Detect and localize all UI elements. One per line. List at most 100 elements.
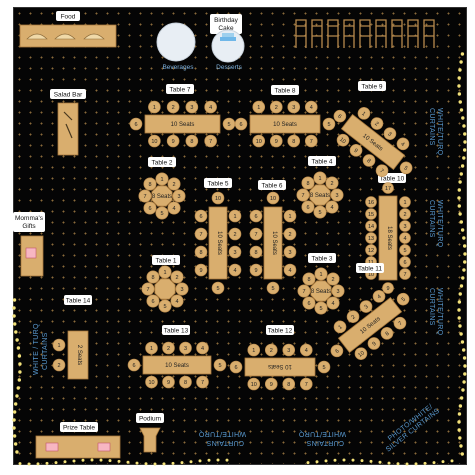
- seat[interactable]: [371, 288, 388, 305]
- seat[interactable]: [382, 182, 394, 194]
- seat[interactable]: [326, 296, 340, 310]
- seat[interactable]: [166, 100, 180, 114]
- seat[interactable]: [234, 117, 248, 131]
- seat[interactable]: [392, 315, 409, 332]
- seat[interactable]: [356, 105, 373, 122]
- seat[interactable]: [167, 177, 181, 191]
- seat[interactable]: [141, 282, 155, 296]
- seat[interactable]: [264, 377, 278, 391]
- seat[interactable]: [335, 132, 352, 149]
- seat[interactable]: [143, 201, 157, 215]
- seat[interactable]: [331, 284, 345, 298]
- seat[interactable]: [382, 125, 399, 142]
- seat[interactable]: [172, 189, 186, 203]
- seat[interactable]: [204, 100, 217, 114]
- seat[interactable]: [313, 205, 327, 219]
- seat[interactable]: [361, 152, 378, 169]
- seat[interactable]: [331, 108, 348, 125]
- seat[interactable]: [325, 176, 339, 190]
- seat[interactable]: [283, 263, 297, 277]
- seat[interactable]: [287, 100, 301, 114]
- seat[interactable]: [283, 227, 297, 241]
- seat[interactable]: [129, 117, 143, 131]
- seat[interactable]: [194, 209, 208, 223]
- seat[interactable]: [266, 191, 280, 205]
- seat[interactable]: [365, 244, 377, 256]
- seat[interactable]: [249, 245, 263, 259]
- seat[interactable]: [317, 360, 331, 374]
- seat[interactable]: [146, 294, 160, 308]
- seat[interactable]: [252, 134, 266, 148]
- food-station[interactable]: Food: [19, 11, 117, 48]
- seat[interactable]: [179, 341, 192, 355]
- seat[interactable]: [365, 208, 377, 220]
- seat[interactable]: [247, 377, 261, 391]
- seat[interactable]: [52, 338, 66, 352]
- seat[interactable]: [296, 188, 310, 202]
- seat[interactable]: [399, 220, 411, 232]
- seat[interactable]: [399, 232, 411, 244]
- seat[interactable]: [313, 171, 327, 185]
- seat[interactable]: [194, 227, 208, 241]
- desserts-station[interactable]: Birthday Cake Desserts: [210, 14, 245, 71]
- mommas-gifts-station[interactable]: Momma's Gifts: [13, 212, 45, 277]
- seat[interactable]: [302, 272, 316, 286]
- seat[interactable]: [252, 100, 266, 114]
- seat[interactable]: [155, 172, 169, 186]
- seat[interactable]: [304, 100, 318, 114]
- seat[interactable]: [395, 291, 412, 308]
- seat[interactable]: [194, 245, 208, 259]
- seat[interactable]: [348, 142, 365, 159]
- seat[interactable]: [52, 358, 66, 372]
- seat[interactable]: [229, 360, 243, 374]
- seat[interactable]: [196, 341, 209, 355]
- seat[interactable]: [283, 209, 297, 223]
- seat[interactable]: [332, 318, 349, 335]
- seat[interactable]: [282, 377, 296, 391]
- seat[interactable]: [399, 256, 411, 268]
- seat[interactable]: [395, 135, 412, 152]
- seat[interactable]: [175, 282, 189, 296]
- prize-table-station[interactable]: Prize Table: [35, 422, 121, 459]
- seat[interactable]: [379, 325, 396, 342]
- seat[interactable]: [138, 189, 152, 203]
- seat[interactable]: [196, 375, 209, 389]
- seat[interactable]: [374, 162, 391, 179]
- seat[interactable]: [322, 117, 336, 131]
- salad-bar-station[interactable]: Salad Bar: [50, 89, 86, 156]
- seat[interactable]: [179, 375, 192, 389]
- seat[interactable]: [304, 134, 318, 148]
- seat[interactable]: [185, 134, 199, 148]
- seat[interactable]: [211, 191, 225, 205]
- podium-station[interactable]: Podium: [136, 413, 164, 453]
- seat[interactable]: [247, 343, 261, 357]
- seat[interactable]: [228, 209, 242, 223]
- seat[interactable]: [166, 134, 180, 148]
- seat[interactable]: [325, 200, 339, 214]
- seat[interactable]: [369, 115, 386, 132]
- seat[interactable]: [143, 177, 157, 191]
- seat[interactable]: [145, 375, 158, 389]
- seat[interactable]: [162, 341, 175, 355]
- seat[interactable]: [170, 294, 184, 308]
- seat[interactable]: [399, 196, 411, 208]
- seat[interactable]: [398, 159, 415, 176]
- seat[interactable]: [204, 134, 217, 148]
- seat[interactable]: [228, 227, 242, 241]
- seat[interactable]: [158, 299, 172, 313]
- seat[interactable]: [269, 134, 283, 148]
- seat[interactable]: [353, 345, 370, 362]
- seat[interactable]: [365, 196, 377, 208]
- seat[interactable]: [365, 220, 377, 232]
- seat[interactable]: [162, 375, 175, 389]
- seat[interactable]: [399, 208, 411, 220]
- seat[interactable]: [287, 134, 301, 148]
